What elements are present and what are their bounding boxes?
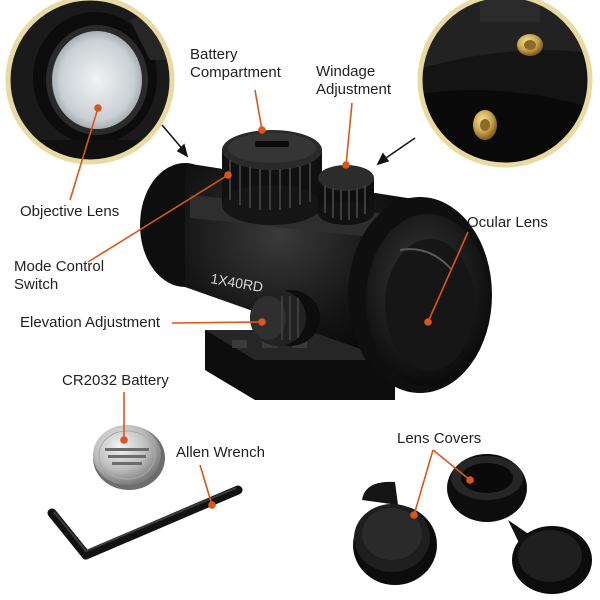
leader-objective-lens [69,107,99,201]
cr2032-battery-coin [93,425,165,490]
label-windage-adjustment: Windage Adjustment [316,63,392,98]
label-mode-control-switch: Mode Control Switch [14,258,105,293]
elevation-knob [250,290,320,346]
leader-elevation-adjustment [171,321,263,324]
battery-compartment-turret [222,130,322,225]
leader-ocular-lens [427,231,469,323]
label-battery-compartment: Battery Compartment [190,46,281,81]
leader-allen-wrench [199,464,213,506]
label-ocular-lens: Ocular Lens [467,214,548,231]
leader-lens-covers-left [413,449,434,516]
leader-windage-adjustment [345,102,353,166]
label-allen-wrench: Allen Wrench [176,444,265,461]
leader-lens-covers-right [432,449,471,481]
label-elevation-adjustment: Elevation Adjustment [20,314,161,331]
leader-battery-compartment [254,89,263,131]
leader-lines [69,89,474,519]
allen-wrench [47,485,243,560]
label-cr2032-battery: CR2032 Battery [62,372,169,389]
label-lens-covers: Lens Covers [397,430,482,447]
windage-knob [318,165,374,225]
leader-mode-control-switch [87,174,229,263]
label-objective-lens: Objective Lens [20,203,120,220]
objective-lens-inset [5,0,175,165]
lens-cover-left [353,481,437,585]
lens-cover-right [447,454,592,594]
adjustment-screws-inset [417,0,593,168]
inset-pointer-arrows [161,124,416,166]
